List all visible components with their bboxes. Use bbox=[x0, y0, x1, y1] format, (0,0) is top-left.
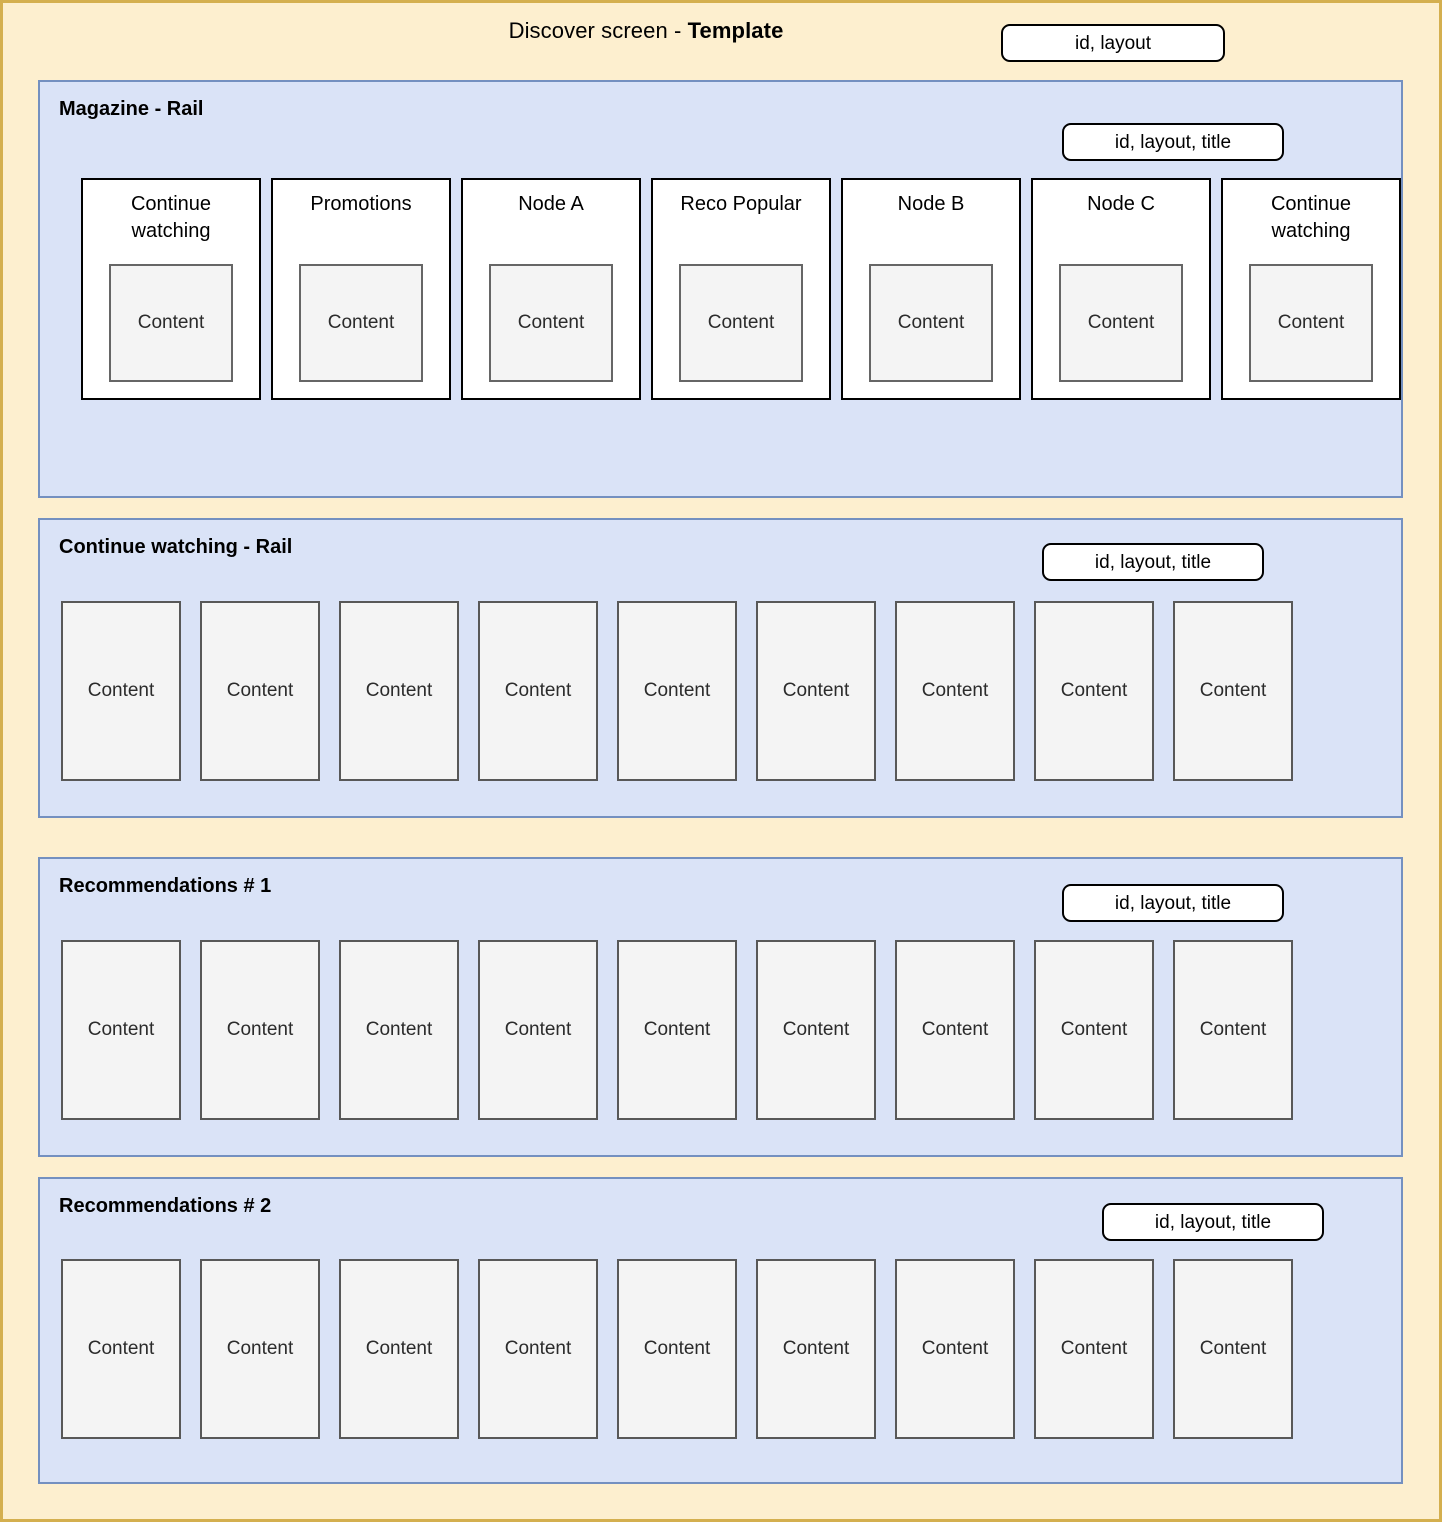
magazine-card-title: Node A bbox=[518, 193, 584, 215]
magazine-card[interactable]: Node A Content bbox=[461, 178, 641, 400]
section-recommendations-1: Recommendations # 1 id, layout, title Co… bbox=[38, 857, 1403, 1157]
magazine-card-title: Promotions bbox=[310, 193, 412, 215]
section-title-magazine: Magazine - Rail bbox=[59, 98, 204, 120]
page-title-prefix: Discover screen - bbox=[508, 18, 688, 43]
content-card[interactable]: Content bbox=[617, 601, 737, 781]
content-card[interactable]: Content bbox=[756, 1259, 876, 1439]
content-card[interactable]: Content bbox=[1034, 1259, 1154, 1439]
content-card[interactable]: Content bbox=[1173, 1259, 1293, 1439]
magazine-card[interactable]: Node C Content bbox=[1031, 178, 1211, 400]
magazine-card-title: Node C bbox=[1087, 193, 1155, 215]
section-title-continue-watching: Continue watching - Rail bbox=[59, 536, 293, 558]
content-card[interactable]: Content bbox=[478, 601, 598, 781]
magazine-card-content-box[interactable]: Content bbox=[679, 264, 803, 382]
content-card[interactable]: Content bbox=[478, 940, 598, 1120]
magazine-card-title: Node B bbox=[897, 193, 965, 215]
section-attributes-badge-continue-watching[interactable]: id, layout, title bbox=[1042, 543, 1264, 581]
content-card[interactable]: Content bbox=[617, 1259, 737, 1439]
magazine-card-title: Reco Popular bbox=[680, 193, 802, 215]
content-card[interactable]: Content bbox=[617, 940, 737, 1120]
section-magazine-rail: Magazine - Rail id, layout, title Contin… bbox=[38, 80, 1403, 498]
magazine-card-title: Continue watching bbox=[130, 193, 212, 242]
content-card[interactable]: Content bbox=[61, 940, 181, 1120]
content-card[interactable]: Content bbox=[756, 940, 876, 1120]
page-header: Discover screen - Template id, layout bbox=[3, 3, 1439, 75]
magazine-card[interactable]: Node B Content bbox=[841, 178, 1021, 400]
magazine-card-content-box[interactable]: Content bbox=[1249, 264, 1373, 382]
page-title-strong: Template bbox=[687, 18, 784, 43]
magazine-card-content-box[interactable]: Content bbox=[489, 264, 613, 382]
content-card[interactable]: Content bbox=[1034, 940, 1154, 1120]
section-continue-watching-rail: Continue watching - Rail id, layout, tit… bbox=[38, 518, 1403, 818]
content-card[interactable]: Content bbox=[895, 1259, 1015, 1439]
magazine-card-content-box[interactable]: Content bbox=[869, 264, 993, 382]
content-card[interactable]: Content bbox=[895, 940, 1015, 1120]
content-card[interactable]: Content bbox=[1173, 601, 1293, 781]
content-card[interactable]: Content bbox=[200, 1259, 320, 1439]
content-card[interactable]: Content bbox=[1034, 601, 1154, 781]
content-card[interactable]: Content bbox=[339, 1259, 459, 1439]
content-card[interactable]: Content bbox=[756, 601, 876, 781]
magazine-card-content-box[interactable]: Content bbox=[109, 264, 233, 382]
content-card[interactable]: Content bbox=[61, 601, 181, 781]
page-title: Discover screen - Template bbox=[3, 17, 1439, 45]
content-card[interactable]: Content bbox=[339, 940, 459, 1120]
magazine-card-content-box[interactable]: Content bbox=[299, 264, 423, 382]
section-title-recommendations-2: Recommendations # 2 bbox=[59, 1195, 272, 1217]
magazine-card-title: Continue watching bbox=[1270, 193, 1352, 242]
content-card[interactable]: Content bbox=[1173, 940, 1293, 1120]
section-recommendations-2: Recommendations # 2 id, layout, title Co… bbox=[38, 1177, 1403, 1484]
content-card[interactable]: Content bbox=[200, 601, 320, 781]
section-attributes-badge-magazine[interactable]: id, layout, title bbox=[1062, 123, 1284, 161]
content-card[interactable]: Content bbox=[61, 1259, 181, 1439]
content-card[interactable]: Content bbox=[339, 601, 459, 781]
header-attributes-badge[interactable]: id, layout bbox=[1001, 24, 1225, 62]
section-attributes-badge-recommendations-2[interactable]: id, layout, title bbox=[1102, 1203, 1324, 1241]
content-card[interactable]: Content bbox=[200, 940, 320, 1120]
content-card[interactable]: Content bbox=[895, 601, 1015, 781]
section-attributes-badge-recommendations-1[interactable]: id, layout, title bbox=[1062, 884, 1284, 922]
magazine-card-content-box[interactable]: Content bbox=[1059, 264, 1183, 382]
section-title-recommendations-1: Recommendations # 1 bbox=[59, 875, 272, 897]
content-card[interactable]: Content bbox=[478, 1259, 598, 1439]
